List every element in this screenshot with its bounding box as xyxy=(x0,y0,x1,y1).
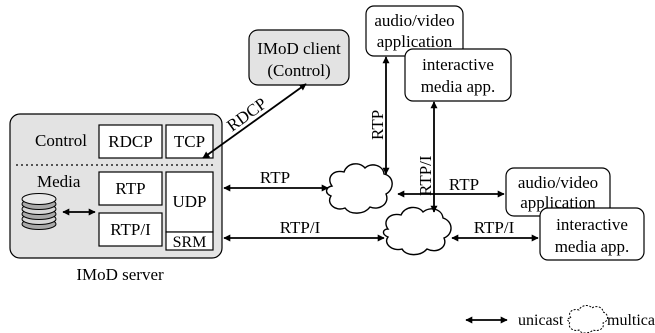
control-label: Control xyxy=(35,131,87,150)
rdcp-box xyxy=(98,124,163,159)
multicast-cloud-rtpi xyxy=(382,206,452,256)
srm-box xyxy=(165,231,214,251)
rtp-box xyxy=(98,171,163,206)
rtp-link-server-label: RTP xyxy=(260,168,290,187)
client-line2: (Control) xyxy=(267,61,330,80)
av-app-top-line2: application xyxy=(377,32,453,51)
im-app-top-box xyxy=(404,48,512,102)
multicast-cloud-rtp xyxy=(325,163,393,214)
srm-box-label: SRM xyxy=(173,234,207,251)
im-app-top-line1: interactive xyxy=(422,55,494,74)
rtpi-box xyxy=(98,212,163,247)
rtpi-box-label: RTP/I xyxy=(110,220,151,239)
av-app-top-line1: audio/video xyxy=(374,11,454,30)
client-line1: IMoD client xyxy=(257,39,341,58)
unicast-legend-label: unicast xyxy=(518,312,564,329)
im-app-bottom-line2: media app. xyxy=(555,237,630,256)
av-app-bottom-line2: application xyxy=(520,193,596,212)
im-app-bottom-box xyxy=(539,207,645,261)
rdcp-box-label: RDCP xyxy=(108,132,152,151)
rdcp-link-arrow xyxy=(202,83,307,159)
legend: unicast multicast xyxy=(465,305,655,333)
tcp-box-label: TCP xyxy=(174,132,205,151)
rtpi-link-top-app-label: RTP/I xyxy=(416,155,435,196)
server-title: IMoD server xyxy=(76,265,164,284)
rtp-link-top-app-label: RTP xyxy=(368,110,387,140)
udp-box xyxy=(165,171,214,233)
media-label: Media xyxy=(37,172,81,191)
av-app-bottom-line1: audio/video xyxy=(518,173,598,192)
imod-server: Control Media RDCP TCP RTP RTP/I UDP SRM xyxy=(9,113,223,259)
multicast-legend-label: multicast xyxy=(607,312,655,329)
rtpi-link-bottom-app-label: RTP/I xyxy=(474,218,515,237)
multicast-legend-cloud xyxy=(567,305,608,333)
database-icon xyxy=(21,193,57,230)
udp-box-label: UDP xyxy=(172,192,206,211)
rtp-link-bottom-app-label: RTP xyxy=(449,175,479,194)
im-app-bottom-line1: interactive xyxy=(556,215,628,234)
rtp-box-label: RTP xyxy=(115,179,145,198)
im-app-top-line2: media app. xyxy=(421,77,496,96)
rtpi-link-server-label: RTP/I xyxy=(280,218,321,237)
